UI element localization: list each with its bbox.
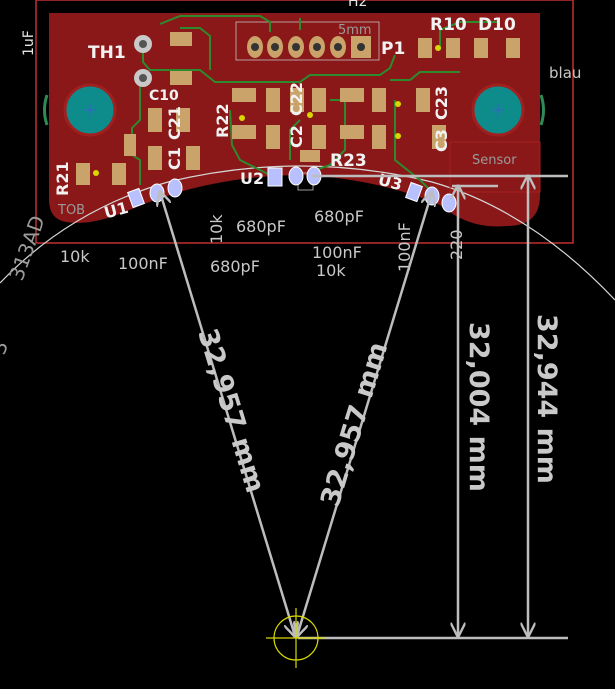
label-th1: TH1 (88, 43, 126, 63)
value-680pf-a: 680pF (236, 217, 286, 236)
value-10k-a: 10k (60, 247, 90, 266)
value-220: 220 (447, 229, 466, 260)
sensor-u2-pads (267, 166, 322, 187)
dimension-texts: 32,957 mm 32,957 mm 32,004 mm 32,944 mm (191, 314, 562, 510)
label-c3: C3 (432, 129, 451, 152)
label-r23: R23 (330, 151, 367, 171)
hole-left-arc (43, 94, 49, 126)
value-10k-b: 10k (207, 214, 226, 244)
label-1uf: 1uF (21, 30, 37, 56)
label-c22: C22 (287, 82, 306, 116)
label-blau: blau (549, 64, 581, 82)
value-100nf-b: 100nF (312, 243, 362, 262)
dim-left-diagonal: 32,957 mm (191, 325, 270, 497)
label-c23: C23 (432, 86, 451, 120)
dim-vertical-outer: 32,944 mm (531, 314, 562, 484)
label-313ad: 313AD (4, 212, 50, 283)
fab-outline-top (235, 21, 380, 61)
mounting-hole-left (63, 83, 117, 137)
label-r10: R10 (430, 15, 467, 35)
label-r22: R22 (213, 103, 232, 138)
copper-pour (49, 13, 540, 227)
value-10k-c: 10k (316, 261, 346, 280)
label-sensor: Sensor (472, 153, 517, 168)
label-p1: P1 (381, 39, 405, 59)
dimension-lines (160, 176, 568, 638)
label-tob: TOB (57, 203, 85, 218)
label-left-3: 3 (0, 338, 13, 358)
value-680pf-b: 680pF (314, 207, 364, 226)
label-u2: U2 (240, 169, 264, 188)
label-r21: R21 (53, 161, 72, 196)
mounting-hole-right (471, 83, 525, 137)
origin-crosshair[interactable] (266, 608, 326, 668)
connector-p1-pads (247, 36, 371, 58)
label-c10: C10 (149, 88, 179, 104)
label-d10: D10 (478, 15, 516, 35)
label-c1: C1 (165, 147, 184, 170)
label-c21: C21 (165, 106, 184, 140)
hole-right-arc (539, 94, 545, 126)
label-h2: H2 (348, 0, 367, 10)
sensor-box (449, 141, 541, 193)
value-100nf-a: 100nF (118, 254, 168, 273)
label-5mm: 5mm (338, 23, 372, 38)
dim-vertical-inner: 32,004 mm (463, 322, 494, 492)
dim-right-diagonal: 32,957 mm (315, 339, 394, 511)
value-680pf-c: 680pF (210, 257, 260, 276)
label-c2: C2 (287, 125, 306, 148)
